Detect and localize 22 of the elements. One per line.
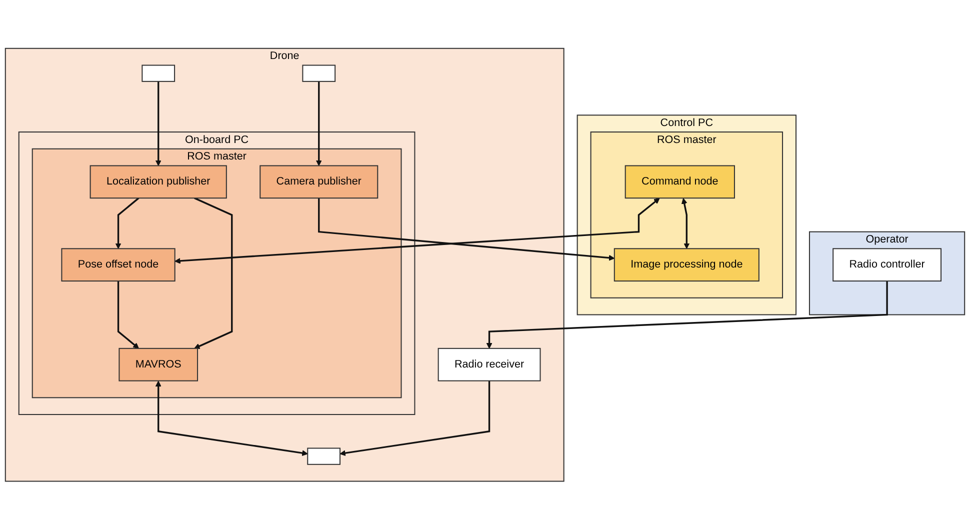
arrow (117, 280, 139, 348)
node-box: Command node (624, 164, 735, 198)
node-box: Radio controller (832, 248, 942, 282)
arrow (316, 81, 322, 166)
node-box: Radio receiver (438, 348, 541, 381)
node-box (302, 64, 336, 82)
node-box: Localization publisher (90, 164, 227, 198)
node-box (307, 447, 340, 465)
arrow (155, 380, 308, 456)
arrow (194, 196, 233, 349)
node-box: Image processing node (614, 248, 760, 282)
node-box: Pose offset node (61, 248, 176, 282)
node-box: Camera publisher (260, 164, 378, 198)
arrow (155, 81, 162, 166)
arrow (486, 280, 888, 348)
arrow (681, 198, 690, 249)
arrow (115, 197, 140, 249)
arrow (318, 198, 615, 260)
arrow (340, 380, 490, 456)
node-box (142, 64, 176, 82)
node-box: MAVROS (118, 348, 198, 381)
arrow (174, 198, 660, 264)
